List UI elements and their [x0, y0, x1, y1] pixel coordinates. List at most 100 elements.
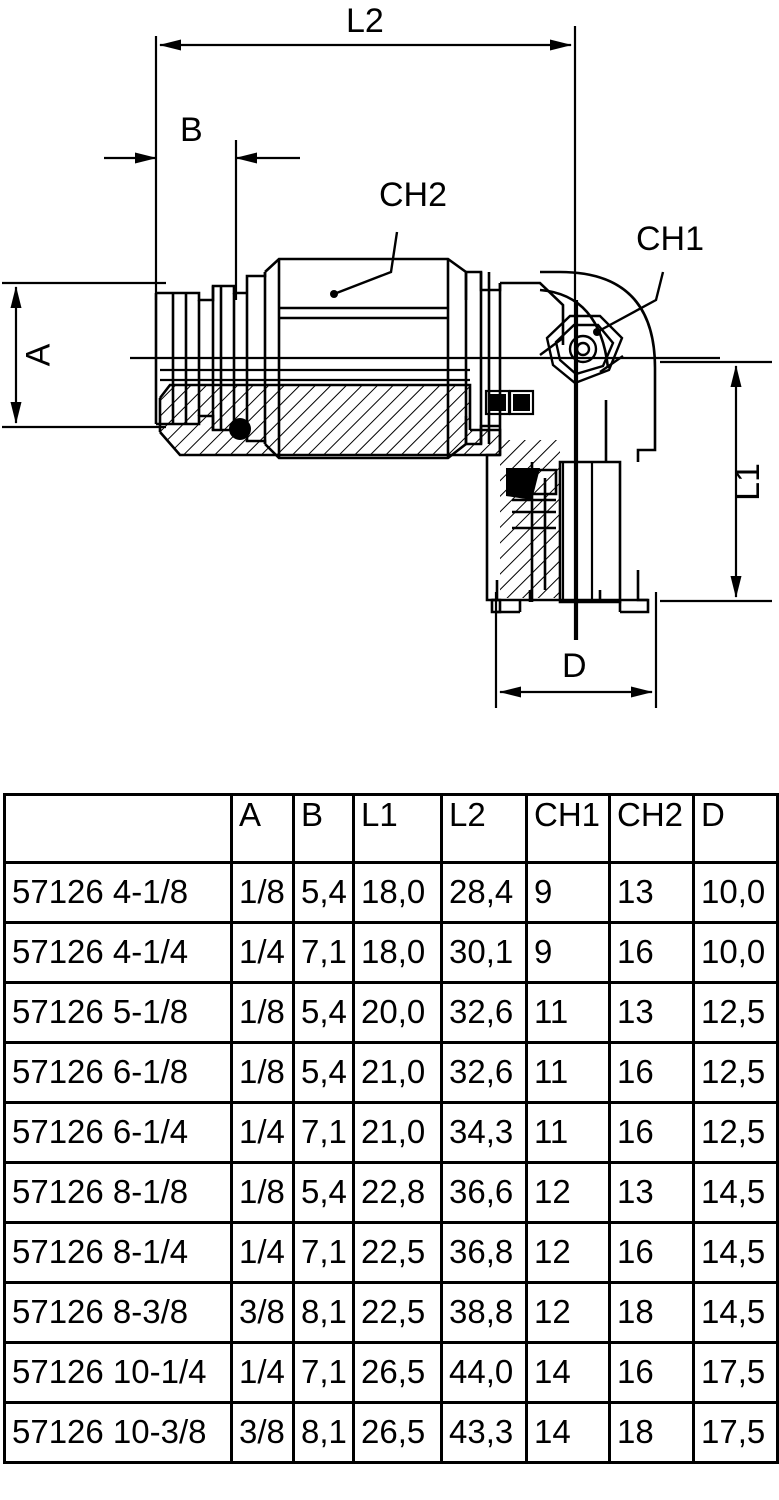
cell-a: 1/4 [230, 1101, 295, 1164]
cell-l1: 26,5 [352, 1341, 443, 1404]
cell-ch1: 12 [525, 1161, 611, 1224]
table-header-row: A B L1 L2 CH1 CH2 D [3, 793, 779, 864]
header-ch2: CH2 [608, 793, 695, 864]
cell-ch2: 16 [608, 1221, 695, 1284]
cell-l1: 18,0 [352, 921, 443, 984]
cell-ch2: 18 [608, 1281, 695, 1344]
cell-l1: 21,0 [352, 1101, 443, 1164]
table-row: 57126 6-1/4 1/4 7,1 21,0 34,3 11 16 12,5 [3, 1101, 779, 1164]
dim-label-ch2: CH2 [379, 176, 448, 214]
dim-l2 [154, 26, 577, 640]
cell-part: 57126 8-1/8 [3, 1161, 233, 1224]
dim-label-l1: L1 [728, 463, 767, 501]
o-ring-seal [229, 418, 251, 440]
cell-ch2: 16 [608, 1101, 695, 1164]
cell-a: 1/8 [230, 981, 295, 1044]
cell-l2: 32,6 [440, 981, 528, 1044]
dim-label-a: A [19, 343, 58, 367]
header-part-number [3, 793, 233, 864]
cell-ch1: 12 [525, 1281, 611, 1344]
cell-part: 57126 6-1/8 [3, 1041, 233, 1104]
cell-d: 10,0 [692, 921, 779, 984]
cell-a: 1/4 [230, 921, 295, 984]
cell-a: 1/4 [230, 1341, 295, 1404]
table-row: 57126 5-1/8 1/8 5,4 20,0 32,6 11 13 12,5 [3, 981, 779, 1044]
cell-l2: 32,6 [440, 1041, 528, 1104]
cell-l1: 21,0 [352, 1041, 443, 1104]
cell-ch2: 13 [608, 981, 695, 1044]
cell-b: 7,1 [292, 1341, 355, 1404]
cell-d: 14,5 [692, 1221, 779, 1284]
cell-b: 7,1 [292, 1221, 355, 1284]
header-ch1: CH1 [525, 793, 611, 864]
cell-b: 7,1 [292, 921, 355, 984]
cell-d: 17,5 [692, 1401, 779, 1464]
cell-d: 12,5 [692, 1041, 779, 1104]
collet-grip [506, 468, 540, 500]
cell-b: 5,4 [292, 861, 355, 924]
header-a: A [230, 793, 295, 864]
cell-ch2: 16 [608, 1041, 695, 1104]
dim-label-ch1: CH1 [636, 220, 705, 258]
cell-ch1: 12 [525, 1221, 611, 1284]
cell-l2: 38,8 [440, 1281, 528, 1344]
table-body: 57126 4-1/8 1/8 5,4 18,0 28,4 9 13 10,0 … [3, 861, 779, 1464]
table-row: 57126 4-1/4 1/4 7,1 18,0 30,1 9 16 10,0 [3, 921, 779, 984]
cell-a: 1/4 [230, 1221, 295, 1284]
cell-ch1: 11 [525, 1041, 611, 1104]
leader-ch1 [593, 271, 665, 336]
cell-ch1: 14 [525, 1401, 611, 1464]
header-l2: L2 [440, 793, 528, 864]
horizontal-bore-lines [160, 368, 470, 382]
cell-l2: 36,8 [440, 1221, 528, 1284]
dim-a [2, 281, 166, 429]
cell-b: 8,1 [292, 1281, 355, 1344]
header-b: B [292, 793, 355, 864]
cell-part: 57126 10-3/8 [3, 1401, 233, 1464]
dim-label-l2: L2 [346, 2, 384, 40]
ch1-hex [539, 314, 624, 385]
cell-l1: 26,5 [352, 1401, 443, 1464]
seal-element-outlines [484, 389, 535, 416]
cell-a: 1/8 [230, 861, 295, 924]
cell-l2: 34,3 [440, 1101, 528, 1164]
seal-elements [489, 394, 530, 411]
vertical-bore-lines [561, 462, 594, 602]
cell-d: 12,5 [692, 981, 779, 1044]
table-row: 57126 10-3/8 3/8 8,1 26,5 43,3 14 18 17,… [3, 1401, 779, 1464]
cell-a: 3/8 [230, 1401, 295, 1464]
dim-label-b: B [180, 111, 203, 149]
dim-l1 [660, 360, 772, 603]
header-l1: L1 [352, 793, 443, 864]
cell-l2: 36,6 [440, 1161, 528, 1224]
cell-part: 57126 8-3/8 [3, 1281, 233, 1344]
cell-b: 7,1 [292, 1101, 355, 1164]
cell-d: 14,5 [692, 1161, 779, 1224]
centrelines [130, 300, 720, 640]
cell-l1: 22,5 [352, 1221, 443, 1284]
table-row: 57126 8-1/4 1/4 7,1 22,5 36,8 12 16 14,5 [3, 1221, 779, 1284]
dimension-table-container: A B L1 L2 CH1 CH2 D 57126 4-1/8 1/8 5,4 … [3, 793, 779, 1464]
cell-b: 5,4 [292, 1041, 355, 1104]
cell-ch1: 11 [525, 981, 611, 1044]
cell-d: 14,5 [692, 1281, 779, 1344]
cell-l2: 30,1 [440, 921, 528, 984]
cell-l2: 43,3 [440, 1401, 528, 1464]
header-d: D [692, 793, 779, 864]
cell-l2: 44,0 [440, 1341, 528, 1404]
cell-part: 57126 4-1/8 [3, 861, 233, 924]
cell-l1: 18,0 [352, 861, 443, 924]
cell-l2: 28,4 [440, 861, 528, 924]
cell-ch1: 9 [525, 921, 611, 984]
cell-l1: 22,8 [352, 1161, 443, 1224]
cell-l1: 22,5 [352, 1281, 443, 1344]
fitting-cross-section-svg [2, 26, 772, 708]
cell-ch2: 18 [608, 1401, 695, 1464]
cell-b: 5,4 [292, 1161, 355, 1224]
dim-b [104, 140, 300, 300]
cell-part: 57126 5-1/8 [3, 981, 233, 1044]
cell-ch1: 9 [525, 861, 611, 924]
bottom-flange [490, 570, 650, 614]
cell-d: 12,5 [692, 1101, 779, 1164]
cell-ch2: 13 [608, 1161, 695, 1224]
